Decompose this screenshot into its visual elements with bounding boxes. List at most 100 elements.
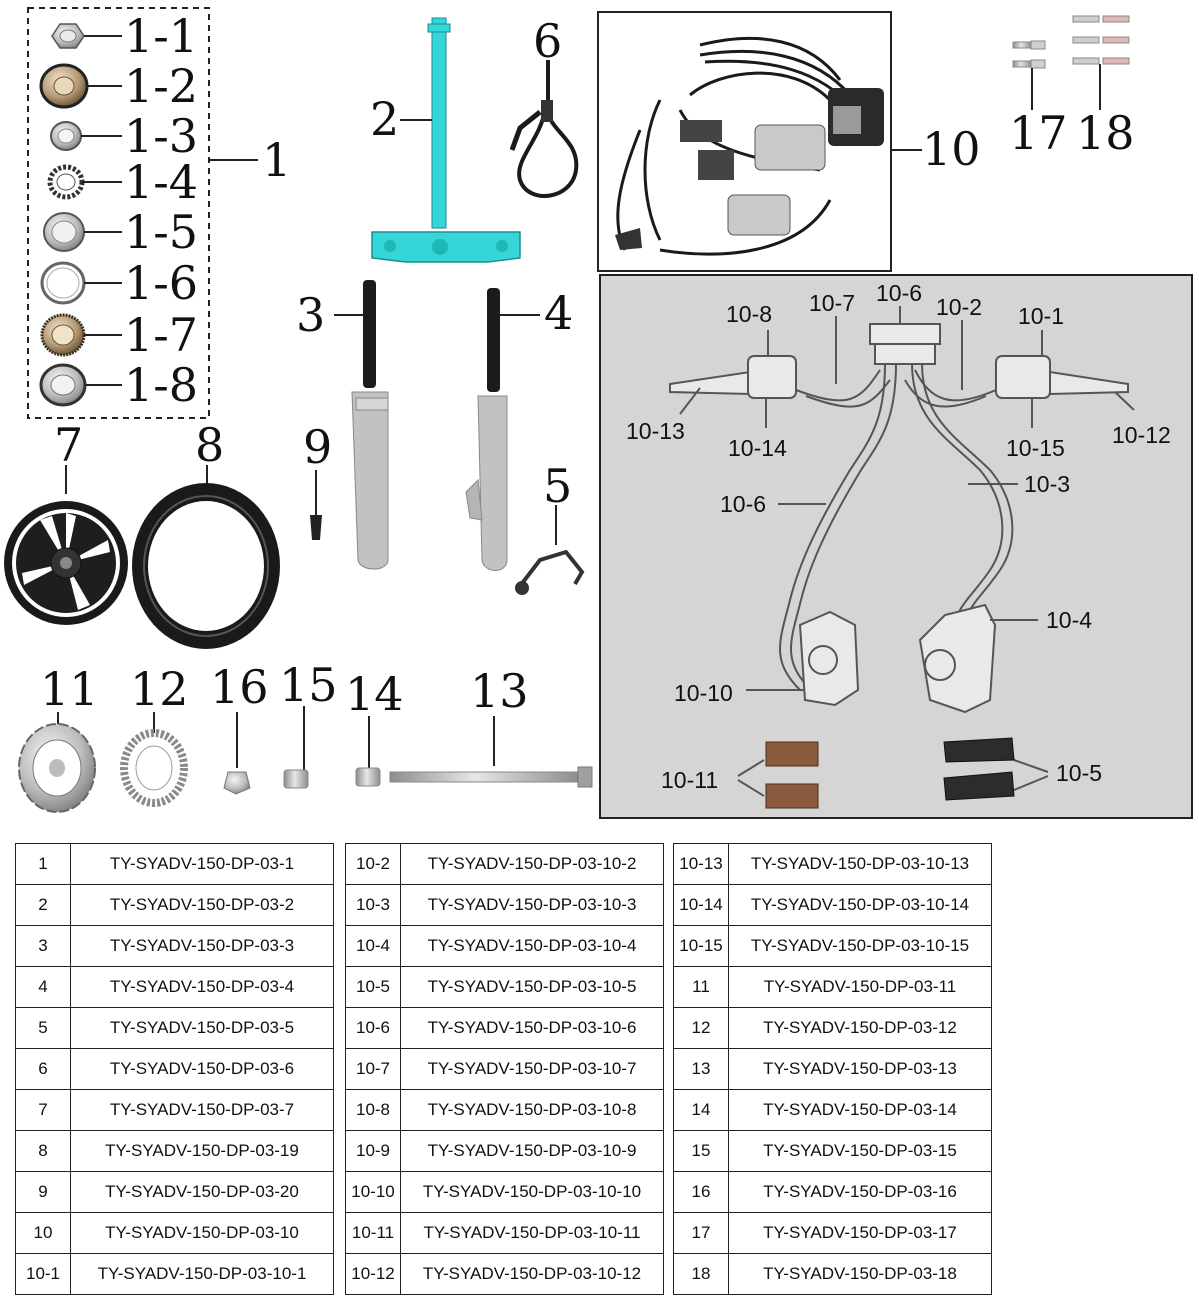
part-number-cell: 10-1	[15, 1253, 71, 1295]
part-code-cell: TY-SYADV-150-DP-03-10	[70, 1212, 334, 1254]
exploded-parts-diagram	[4, 7, 1193, 819]
inset-callout-10-4: 10-4	[1046, 607, 1093, 633]
callout-1-3: 1-3	[124, 109, 199, 163]
part-code-cell: TY-SYADV-150-DP-03-10-3	[400, 884, 664, 926]
brake-calipers-drawing	[615, 120, 826, 250]
part-number-cell: 13	[673, 1048, 729, 1090]
part-number-cell: 10-14	[673, 884, 729, 926]
inset-callout-10-10: 10-10	[674, 680, 733, 706]
left-fork-leg-drawing	[334, 280, 389, 570]
part-number-cell: 2	[15, 884, 71, 926]
speed-sensor-cable-drawing	[509, 60, 579, 198]
axle-nut-drawing	[223, 712, 251, 795]
ring-drawing	[40, 261, 122, 305]
part-number-cell: 10-13	[673, 843, 729, 885]
part-code-cell: TY-SYADV-150-DP-03-10-7	[400, 1048, 664, 1090]
part-number-cell: 4	[15, 966, 71, 1008]
callout-16: 16	[210, 660, 269, 714]
callout-3: 3	[296, 288, 326, 342]
inset-line-drawing	[669, 306, 1135, 797]
part-number-cell: 10-11	[345, 1212, 401, 1254]
callout-11: 11	[40, 662, 99, 716]
part-number-cell: 1	[15, 843, 71, 885]
tire-valve-drawing	[310, 470, 322, 540]
part-number-cell: 10-8	[345, 1089, 401, 1131]
part-code-cell: TY-SYADV-150-DP-03-10-5	[400, 966, 664, 1008]
callout-6: 6	[533, 14, 563, 68]
part-number-cell: 5	[15, 1007, 71, 1049]
part-code-cell: TY-SYADV-150-DP-03-4	[70, 966, 334, 1008]
part-code-cell: TY-SYADV-150-DP-03-13	[728, 1048, 992, 1090]
part-code-cell: TY-SYADV-150-DP-03-11	[728, 966, 992, 1008]
part-number-cell: 3	[15, 925, 71, 967]
abs-sensor-ring-drawing	[120, 712, 188, 807]
part-number-cell: 17	[673, 1212, 729, 1254]
hose-bracket-drawing	[515, 505, 585, 595]
part-number-cell: 10-9	[345, 1130, 401, 1172]
inset-callout-10-11: 10-11	[661, 767, 719, 793]
part-number-cell: 7	[15, 1089, 71, 1131]
part-number-cell: 10-12	[345, 1253, 401, 1295]
callout-15: 15	[279, 658, 338, 712]
callout-9: 9	[303, 420, 333, 474]
bolts-18-drawing	[1072, 15, 1130, 110]
inset-callout-10-6: 10-6	[720, 491, 767, 517]
inset-callout-10-15: 10-15	[1006, 435, 1065, 461]
part-code-cell: TY-SYADV-150-DP-03-10-11	[400, 1212, 664, 1254]
part-number-cell: 10-2	[345, 843, 401, 885]
callout-10: 10	[922, 122, 981, 176]
inset-callout-10-7: 10-7	[809, 290, 856, 316]
part-code-cell: TY-SYADV-150-DP-03-20	[70, 1171, 334, 1213]
part-code-cell: TY-SYADV-150-DP-03-14	[728, 1089, 992, 1131]
lower-cone-drawing	[40, 313, 122, 357]
abs-modulator-drawing	[828, 88, 884, 146]
part-code-cell: TY-SYADV-150-DP-03-10-1	[70, 1253, 334, 1295]
part-code-cell: TY-SYADV-150-DP-03-19	[70, 1130, 334, 1172]
dust-seal-drawing	[39, 363, 122, 407]
callout-14: 14	[345, 667, 404, 721]
brake-pads-10-11-drawing	[765, 741, 819, 809]
part-number-cell: 10-5	[345, 966, 401, 1008]
front-wheel-drawing	[4, 465, 128, 625]
part-number-cell: 10-6	[345, 1007, 401, 1049]
callout-18: 18	[1076, 106, 1135, 160]
part-number-cell: 15	[673, 1130, 729, 1172]
front-tire-drawing	[132, 465, 280, 649]
collar-15-drawing	[283, 706, 309, 789]
part-code-cell: TY-SYADV-150-DP-03-10-12	[400, 1253, 664, 1295]
inset-callout-10-14: 10-14	[728, 435, 787, 461]
part-code-cell: TY-SYADV-150-DP-03-6	[70, 1048, 334, 1090]
inset-callout-10-8: 10-8	[726, 301, 773, 327]
part-number-cell: 11	[673, 966, 729, 1008]
part-code-cell: TY-SYADV-150-DP-03-5	[70, 1007, 334, 1049]
steering-stem-drawing	[371, 17, 521, 263]
part-code-cell: TY-SYADV-150-DP-03-10-6	[400, 1007, 664, 1049]
bearing-kit-frame	[27, 7, 210, 419]
front-axle-drawing	[389, 716, 593, 788]
part-code-cell: TY-SYADV-150-DP-03-10-15	[728, 925, 992, 967]
race-drawing	[50, 121, 122, 151]
callout-8: 8	[195, 418, 225, 472]
part-code-cell: TY-SYADV-150-DP-03-10-4	[400, 925, 664, 967]
